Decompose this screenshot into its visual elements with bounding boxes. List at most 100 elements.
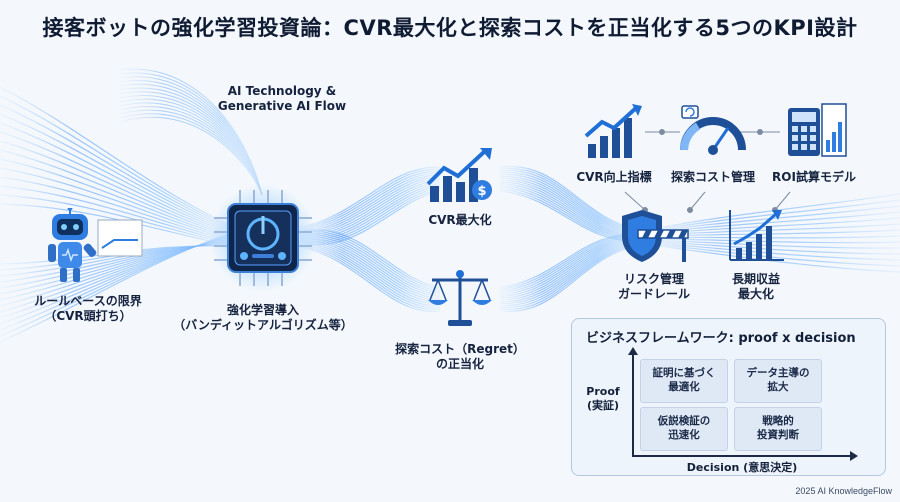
flow-header: AI Technology & Generative AI Flow	[218, 84, 346, 114]
stream-line	[299, 179, 441, 237]
stream-line	[499, 166, 641, 231]
stream-line	[0, 131, 236, 236]
stream-line	[299, 190, 441, 246]
stream-line	[0, 122, 236, 235]
stream-line	[0, 95, 236, 230]
framework-title: ビジネスフレームワーク: proof x decision	[586, 331, 856, 346]
framework-cell-bottom-left: 仮説検証の 迅速化	[640, 407, 728, 451]
stream-line	[299, 188, 441, 244]
growth-chart-dollar-icon: $	[426, 148, 492, 202]
kpi-risk-line2: ガードレール	[617, 287, 691, 301]
stream-line	[299, 168, 441, 230]
stream-line	[0, 104, 236, 232]
kpi-explore-cost-line1: 探索コスト管理	[670, 170, 756, 184]
framework-y-label: Proof (実証)	[578, 385, 628, 414]
stream-line	[639, 239, 900, 249]
framework-cell-bottom-right: 戦略的 投資判断	[734, 407, 822, 451]
node-rl-intro: 強化学習導入 （バンディットアルゴリズム等）	[173, 303, 352, 333]
stream-line	[499, 190, 641, 243]
stream-line	[299, 245, 441, 310]
node-exploration-line1: 探索コスト（Regret）	[395, 342, 525, 356]
kpi-roi-model: ROI試算モデル	[772, 170, 856, 185]
stream-line	[499, 243, 641, 310]
framework-y-axis	[632, 353, 634, 457]
stream-line	[499, 243, 641, 308]
stream-line	[0, 194, 236, 247]
stream-line	[299, 243, 441, 307]
stream-line	[299, 186, 441, 243]
stream-line	[299, 241, 441, 305]
stream-line	[299, 166, 441, 229]
kpi-cvr-metric: CVR向上指標	[576, 170, 651, 185]
stream-line	[499, 237, 641, 297]
stream-line	[639, 241, 900, 267]
footer-credit: 2025 AI KnowledgeFlow	[795, 486, 892, 496]
framework-cell-top-right: データ主導の 拡大	[734, 359, 822, 403]
stream-line	[119, 116, 263, 196]
node-rl-intro-line1: 強化学習導入	[226, 303, 299, 317]
stream-line	[0, 113, 236, 233]
stream-line	[499, 184, 641, 240]
stream-line	[639, 199, 900, 234]
stream-line	[299, 174, 441, 233]
stream-line	[639, 193, 900, 233]
stream-line	[299, 184, 441, 241]
ai-chip-icon	[209, 184, 317, 292]
kpi-risk-line1: リスク管理	[623, 272, 685, 286]
stream-line	[499, 177, 641, 236]
stream-line	[499, 239, 641, 301]
stream-line	[0, 140, 236, 238]
rising-bars-icon	[729, 210, 784, 261]
stream-line	[499, 168, 641, 232]
framework-x-axis-arrow	[850, 451, 858, 461]
stream-line	[639, 238, 900, 244]
stream-line	[0, 176, 236, 244]
node-rule-based-line2: （CVR頭打ち）	[44, 309, 132, 323]
stream-line	[299, 234, 441, 294]
bar-chart-arrow-icon	[584, 104, 642, 158]
stream-line	[499, 173, 641, 234]
framework-y-label-1: Proof	[586, 385, 620, 398]
flow-header-line2: Generative AI Flow	[217, 99, 347, 113]
stream-line	[299, 172, 441, 232]
flow-header-line1: AI Technology &	[227, 84, 337, 98]
kpi-cvr-metric-line1: CVR向上指標	[576, 170, 652, 184]
robot-icon	[48, 208, 143, 282]
stream-line	[499, 175, 641, 235]
stream-line	[499, 179, 641, 237]
stream-line	[499, 241, 641, 305]
kpi-long-term: 長期収益 最大化	[732, 272, 780, 302]
stream-line	[299, 170, 441, 231]
kpi-long-term-line1: 長期収益	[731, 272, 781, 286]
stream-line	[499, 172, 641, 233]
stream-line	[499, 238, 641, 299]
node-exploration-line2: の正当化	[435, 357, 485, 371]
stream-line	[0, 203, 236, 248]
kpi-risk: リスク管理 ガードレール	[618, 272, 690, 302]
stream-line	[499, 242, 641, 307]
node-rule-based-line1: ルールベースの限界	[34, 294, 142, 308]
stream-line	[299, 244, 441, 308]
stream-line	[299, 246, 441, 312]
stream-line	[499, 240, 641, 303]
node-exploration: 探索コスト（Regret） の正当化	[395, 342, 525, 372]
framework-x-label: Decision (意思決定)	[686, 461, 798, 474]
stream-line	[299, 183, 441, 240]
svg-text:$: $	[477, 184, 486, 199]
framework-y-axis-arrow	[628, 347, 638, 355]
stream-line	[499, 170, 641, 233]
stream-line	[639, 240, 900, 255]
stream-line	[499, 186, 641, 241]
stream-line	[0, 158, 236, 241]
framework-x-axis	[632, 455, 852, 457]
stream-line	[499, 188, 641, 242]
framework-y-label-2: (実証)	[586, 399, 620, 413]
stream-line	[299, 181, 441, 238]
stream-line	[499, 181, 641, 238]
stream-line	[499, 183, 641, 239]
node-rl-intro-line2: （バンディットアルゴリズム等）	[173, 318, 353, 332]
stream-line	[0, 167, 236, 242]
node-cvr-max-line1: CVR最大化	[428, 213, 492, 227]
stream-line	[0, 86, 236, 229]
